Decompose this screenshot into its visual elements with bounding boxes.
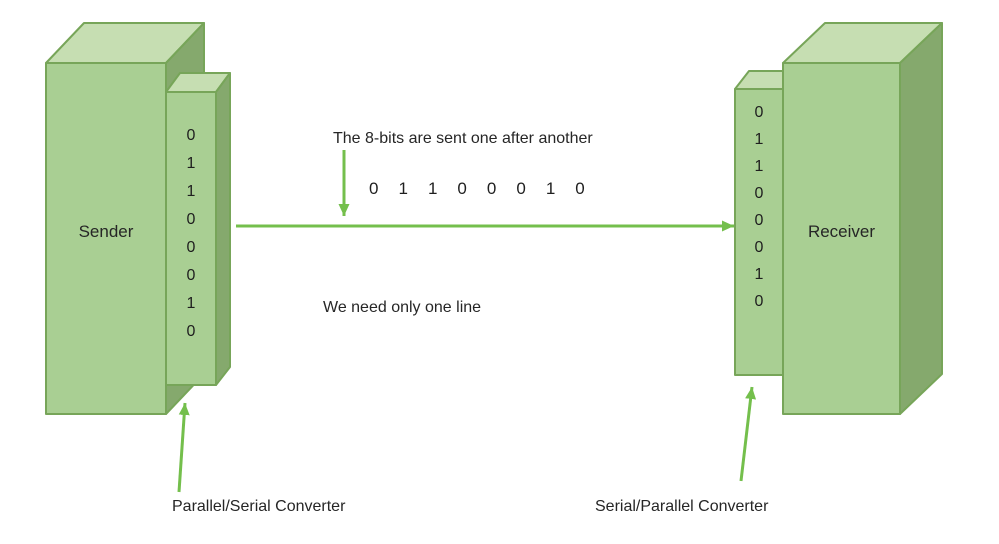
bit: 0 bbox=[186, 211, 196, 228]
bit: 0 bbox=[754, 212, 764, 229]
parallel-serial-up-arrow bbox=[177, 402, 190, 493]
caption-one-line: We need only one line bbox=[323, 299, 482, 316]
bit: 0 bbox=[754, 185, 764, 202]
bit: 1 bbox=[754, 131, 764, 148]
serial-parallel-up-arrow bbox=[739, 386, 757, 482]
bit: 1 bbox=[545, 179, 556, 198]
bit: 1 bbox=[398, 179, 408, 198]
bit: 0 bbox=[516, 179, 526, 198]
bit: 0 bbox=[486, 179, 497, 198]
transmitted-bit-stream: 0 1 1 0 0 0 1 0 bbox=[369, 179, 585, 199]
receiver-box bbox=[782, 22, 943, 415]
bit: 1 bbox=[186, 183, 196, 200]
caption-bits-sent: The 8-bits are sent one after another bbox=[333, 130, 593, 147]
bit: 1 bbox=[427, 179, 438, 198]
sender-converter-front-face bbox=[165, 91, 217, 386]
bit: 0 bbox=[754, 104, 764, 121]
receiver-box-side-face bbox=[899, 22, 943, 415]
bit: 1 bbox=[186, 155, 196, 172]
bit: 0 bbox=[754, 293, 764, 310]
bit: 0 bbox=[575, 179, 585, 198]
sender-label: Sender bbox=[78, 222, 134, 241]
sender-converter-box bbox=[165, 72, 231, 386]
bit: 0 bbox=[369, 179, 379, 198]
sender-box-front-face bbox=[45, 62, 167, 415]
receiver-box-front-face bbox=[782, 62, 901, 415]
receiver-converter-bits: 0 1 1 0 0 0 1 0 bbox=[735, 99, 783, 315]
bit: 0 bbox=[186, 323, 196, 340]
bit: 1 bbox=[754, 266, 764, 283]
bit: 0 bbox=[457, 179, 467, 198]
bit: 0 bbox=[186, 127, 196, 144]
bit: 1 bbox=[186, 295, 196, 312]
bit: 0 bbox=[754, 239, 764, 256]
sender-converter-bits: 0 1 1 0 0 0 1 0 bbox=[166, 122, 216, 346]
bit: 0 bbox=[186, 239, 196, 256]
bit: 1 bbox=[754, 158, 764, 175]
receiver-label: Receiver bbox=[807, 222, 876, 241]
serial-parallel-converter-label: Serial/Parallel Converter bbox=[595, 498, 769, 515]
sender-converter-side-face bbox=[215, 72, 231, 386]
bit: 0 bbox=[186, 267, 196, 284]
parallel-serial-converter-label: Parallel/Serial Converter bbox=[172, 498, 346, 515]
